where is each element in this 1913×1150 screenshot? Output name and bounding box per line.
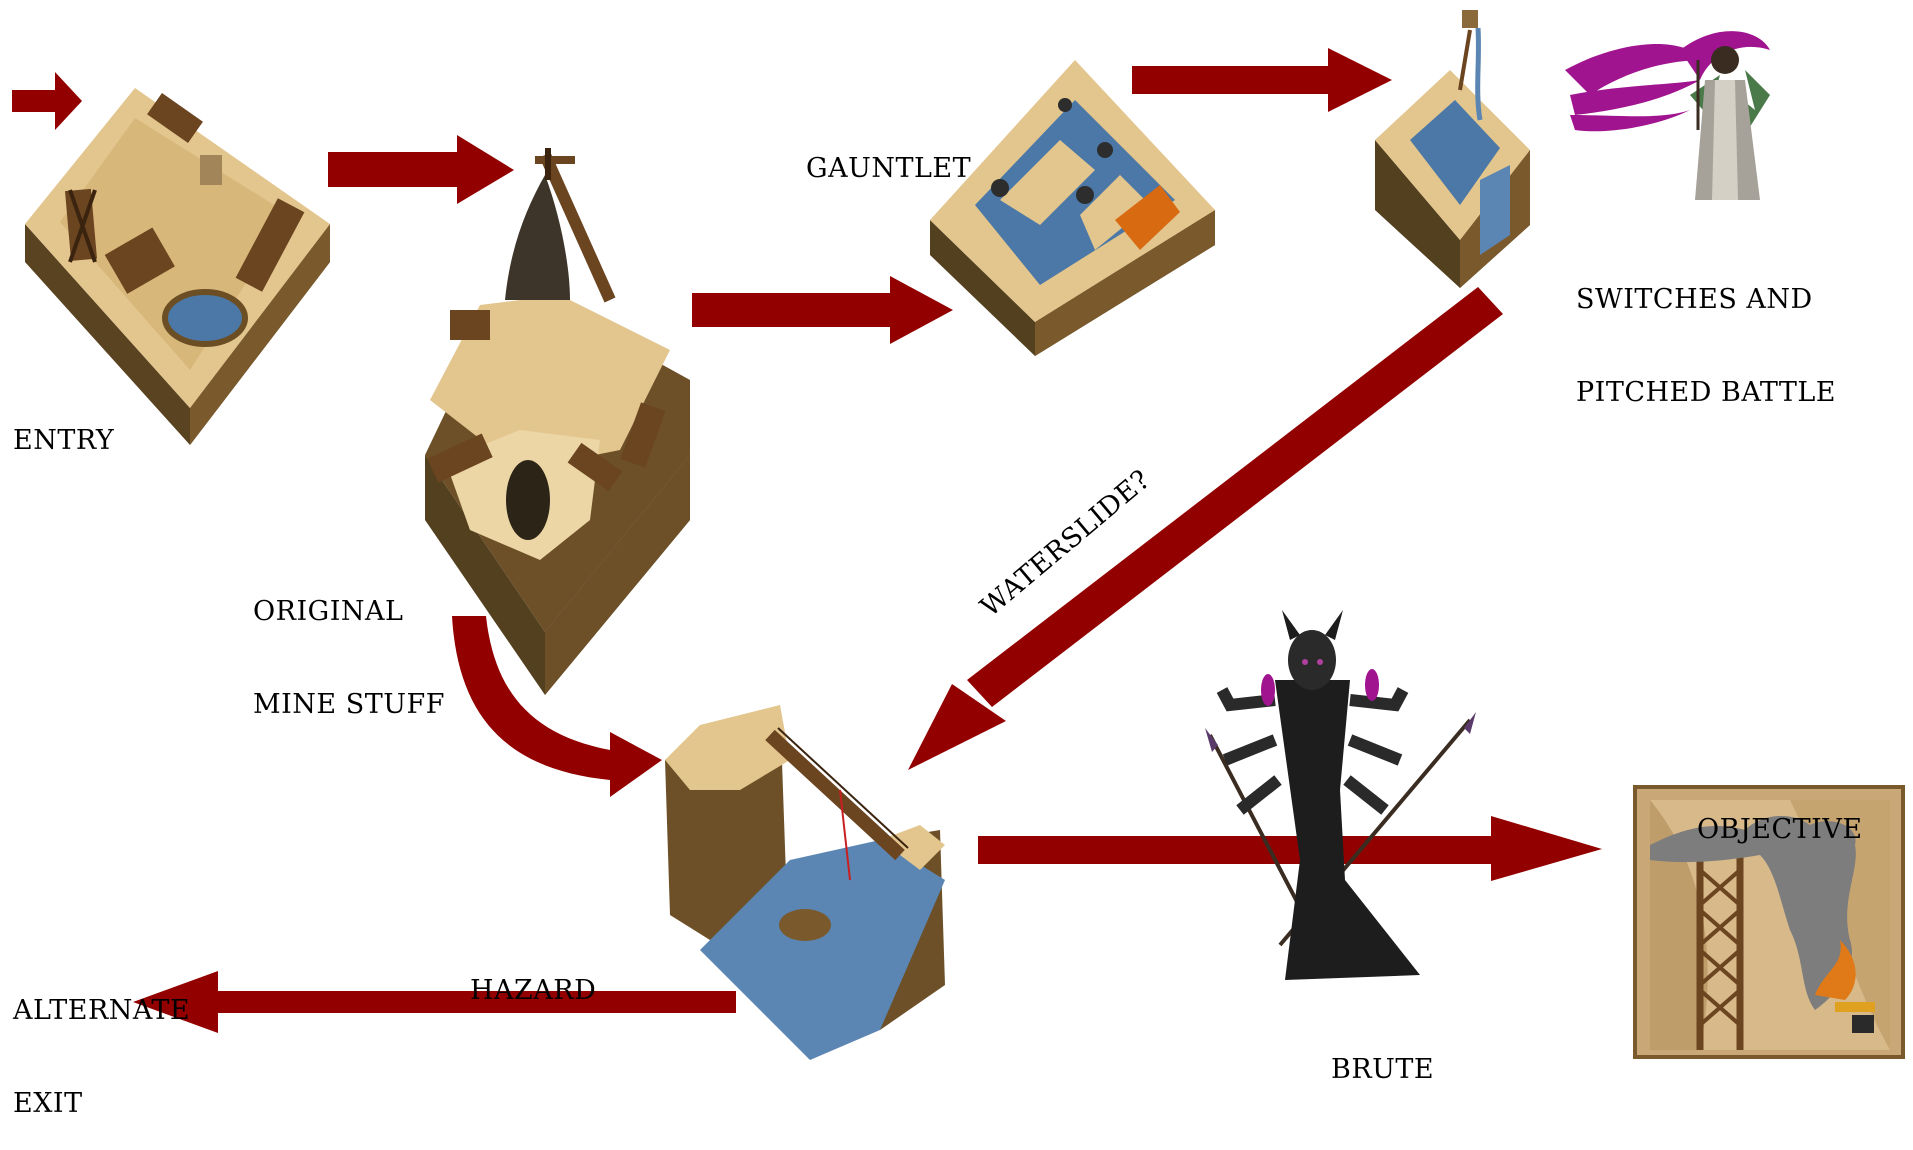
original-mine-tile (425, 148, 690, 695)
arrow-gauntlet-to-switches (1132, 48, 1392, 112)
switches-label: SWITCHES AND PITCHED BATTLE (1576, 222, 1836, 439)
alternate-exit-label-line2: EXIT (13, 1088, 83, 1119)
hazard-label: HAZARD (470, 913, 596, 1037)
flow-arrows (12, 48, 1602, 1033)
brute-label-text: BRUTE (1331, 1054, 1435, 1085)
gauntlet-tile (930, 60, 1215, 356)
entry-tile (25, 88, 330, 445)
hazard-label-text: HAZARD (470, 975, 597, 1006)
entry-label: ENTRY (13, 363, 114, 487)
arrow-hazard-to-brute-objective (978, 816, 1602, 881)
alternate-exit-label: ALTERNATE EXIT (13, 933, 190, 1150)
switches-label-line2: PITCHED BATTLE (1576, 377, 1837, 408)
objective-label-text: OBJECTIVE (1697, 814, 1863, 845)
objective-label: OBJECTIVE (1697, 752, 1863, 876)
brute-label: BRUTE (1331, 992, 1434, 1116)
alternate-exit-label-line1: ALTERNATE (13, 995, 191, 1026)
hazard-tile (665, 705, 945, 1060)
original-mine-label-line2: MINE STUFF (253, 689, 445, 720)
switches-label-line1: SWITCHES AND (1576, 284, 1813, 315)
gauntlet-label-text: GAUNTLET (806, 153, 972, 184)
arrow-entry-to-mine (328, 135, 514, 204)
level-flow-diagram (12, 10, 1905, 1060)
gauntlet-label: GAUNTLET (806, 91, 971, 215)
priestess-character (1565, 31, 1770, 200)
switches-tile (1375, 10, 1530, 288)
arrow-into-entry (12, 72, 82, 130)
brute-character (1205, 610, 1476, 980)
objective-tile (1633, 785, 1905, 1059)
arrow-mine-to-hazard (452, 616, 662, 797)
arrow-waterslide-to-hazard (908, 287, 1503, 770)
original-mine-label: ORIGINAL MINE STUFF (253, 534, 445, 751)
original-mine-label-line1: ORIGINAL (253, 596, 404, 627)
arrow-mine-to-gauntlet (692, 276, 953, 344)
entry-label-text: ENTRY (13, 425, 115, 456)
